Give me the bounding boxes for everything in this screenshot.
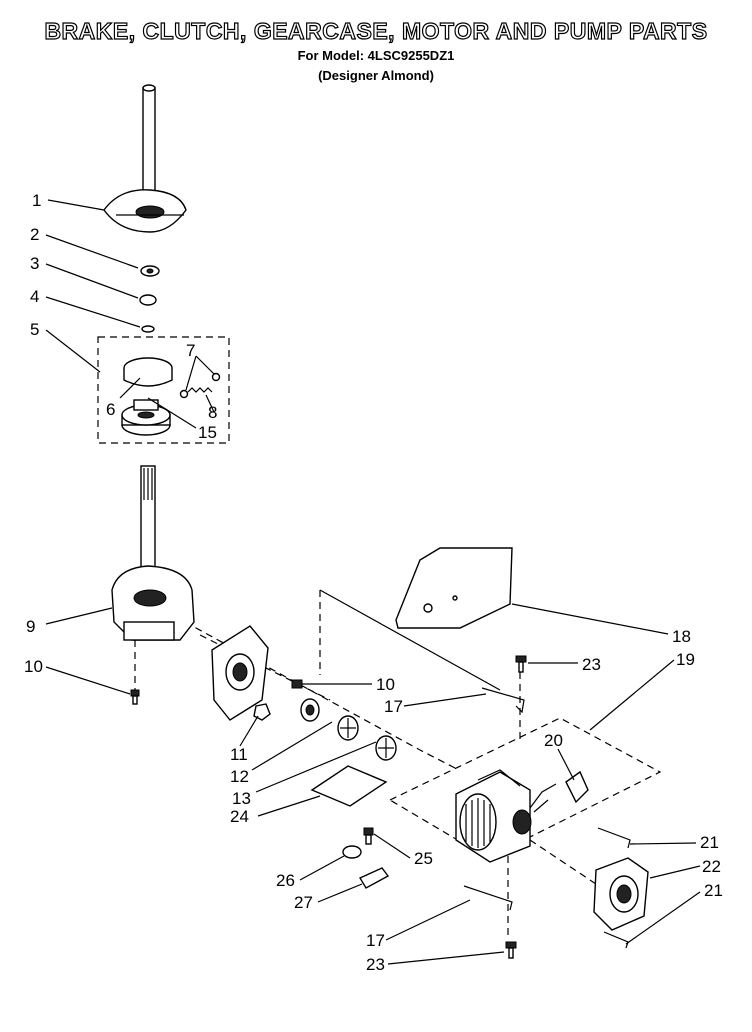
callout-26: 26 (276, 871, 295, 890)
model-line: For Model: 4LSC9255DZ1 (297, 48, 455, 63)
connector-line (319, 589, 501, 691)
callout-13: 13 (232, 789, 251, 808)
callout-18: 18 (672, 627, 691, 646)
connector-part (565, 770, 589, 804)
shield-part (395, 547, 513, 629)
clamp-part (358, 867, 390, 889)
callout-4: 4 (30, 287, 39, 306)
color-line: (Designer Almond) (318, 68, 434, 83)
callout-1: 1 (32, 191, 41, 210)
callout-9: 9 (26, 617, 35, 636)
screw-part (505, 941, 517, 959)
ring-part (141, 325, 155, 333)
callout-21: 21 (704, 881, 723, 900)
coupling-part (300, 698, 320, 722)
callout-27: 27 (294, 893, 313, 912)
callout-17: 17 (366, 931, 385, 950)
coupling-part (375, 735, 397, 761)
callout-2: 2 (30, 225, 39, 244)
callout-10: 10 (376, 675, 395, 694)
callout-20: 20 (544, 731, 563, 750)
callout-5: 5 (30, 320, 39, 339)
cover-plate-part (211, 625, 269, 721)
callout-12: 12 (230, 767, 249, 786)
spring-washer-part (139, 294, 157, 306)
brake-band-part (123, 357, 173, 387)
callout-17: 17 (384, 697, 403, 716)
callout-11: 11 (230, 745, 248, 764)
leader-lines (45, 199, 701, 965)
clip-part (463, 885, 513, 911)
callout-24: 24 (230, 807, 249, 826)
callout-15: 15 (198, 423, 217, 442)
screw-part (291, 679, 303, 689)
pump-clip-part (597, 827, 631, 849)
callout-23: 23 (366, 955, 385, 974)
brake-assembly-box (97, 336, 230, 444)
callout-25: 25 (414, 849, 433, 868)
shaft-cam-part (103, 84, 187, 233)
screw-part (515, 655, 527, 673)
pad-part (310, 765, 388, 807)
gearcase-part (111, 465, 195, 641)
coupling-part (337, 715, 359, 741)
callout-6: 6 (106, 400, 115, 419)
screw-part (363, 827, 374, 845)
callout-22: 22 (702, 857, 721, 876)
washer-hole (146, 268, 154, 274)
callout-23: 23 (582, 655, 601, 674)
page-title: BRAKE, CLUTCH, GEARCASE, MOTOR AND PUMP … (44, 17, 708, 44)
sleeve-part (342, 845, 362, 859)
hub-part (121, 399, 171, 436)
motor-part (455, 769, 557, 863)
callout-19: 19 (676, 650, 695, 669)
clip-part (481, 687, 525, 714)
callout-7: 7 (186, 341, 195, 360)
pump-clip-part (603, 931, 629, 949)
callout-21: 21 (700, 833, 719, 852)
spring-part (179, 372, 221, 399)
screw-part (130, 689, 140, 705)
pump-part (593, 857, 649, 931)
callout-8: 8 (208, 403, 217, 422)
callout-10: 10 (24, 657, 43, 676)
callout-3: 3 (30, 254, 39, 273)
